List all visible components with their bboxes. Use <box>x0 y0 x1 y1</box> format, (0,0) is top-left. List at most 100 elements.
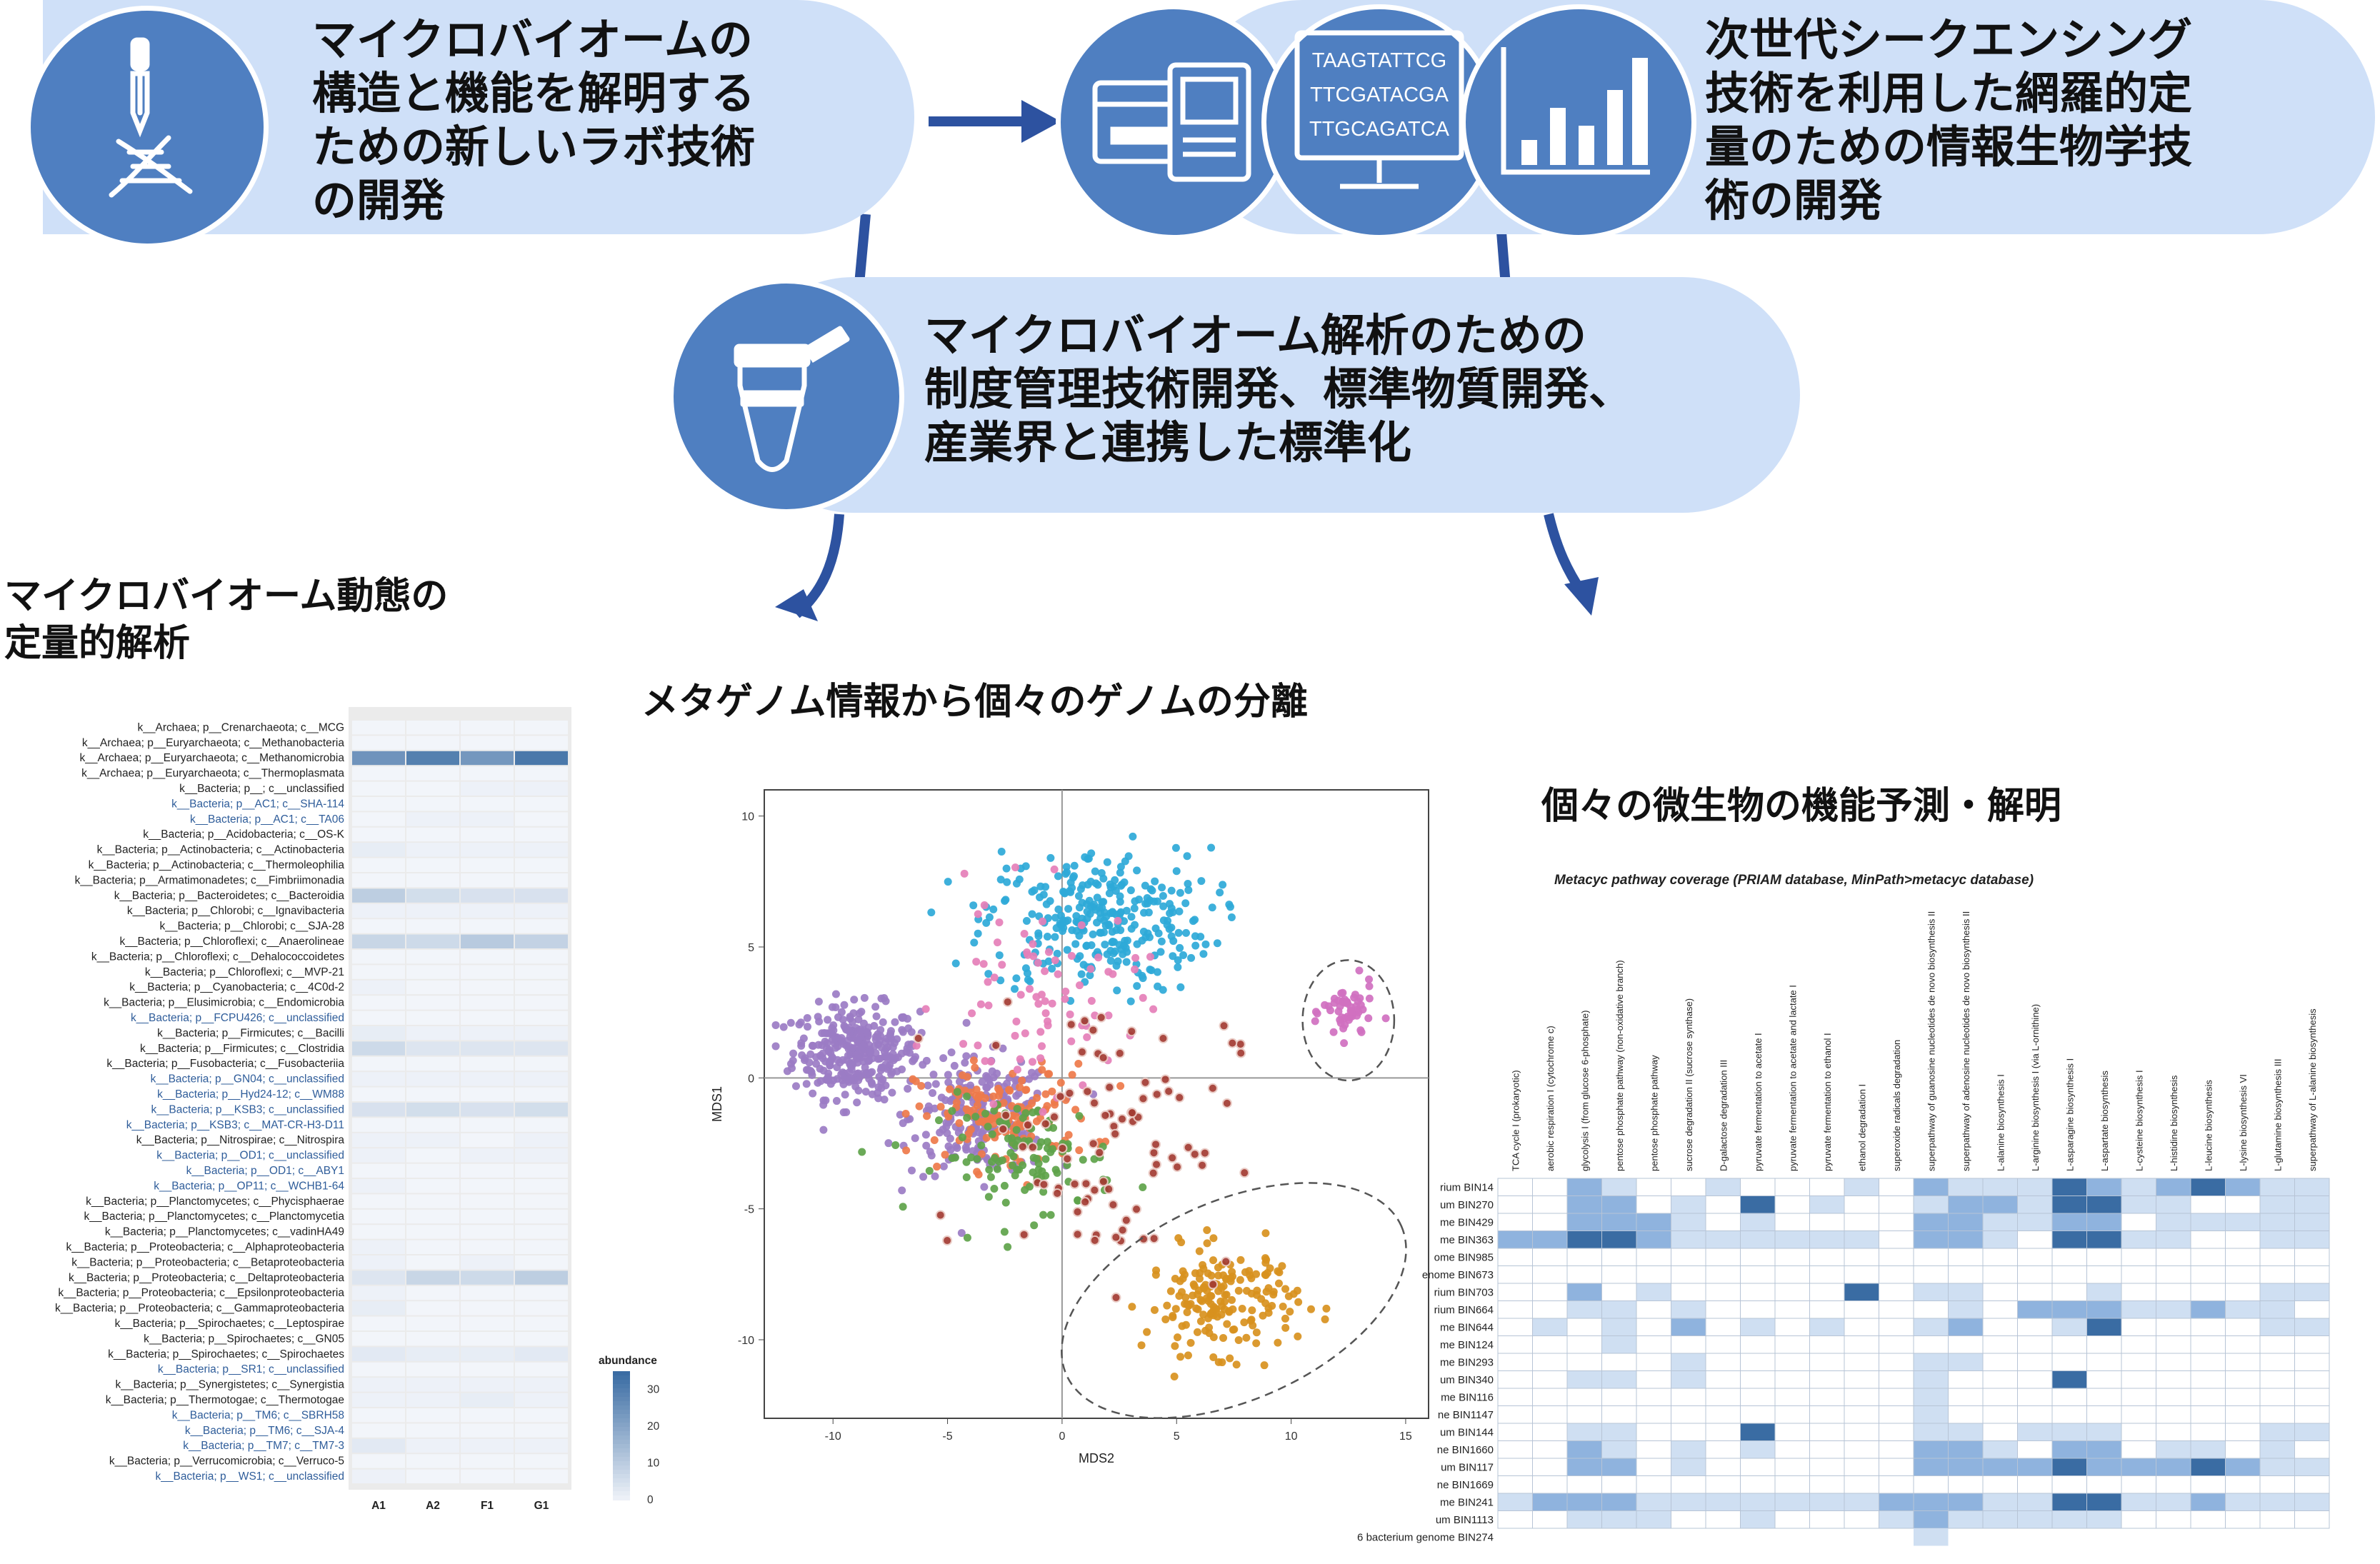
center-line-2: 制度管理技術開発、標準物質開発、 <box>924 363 1634 415</box>
scatter-point <box>963 1233 971 1242</box>
scatter-point <box>1131 953 1140 962</box>
pathway-cell <box>1914 1528 1949 1546</box>
pathway-cell <box>2086 1423 2122 1441</box>
pathway-cell <box>1671 1195 1706 1214</box>
scatter-point <box>927 908 936 917</box>
scatter-point <box>1262 1288 1271 1296</box>
pathway-cell <box>2121 1458 2156 1476</box>
pathway-cell <box>1497 1493 1533 1511</box>
taxon-label: k__Bacteria; p__Fusobacteria; c__Fusobac… <box>106 1058 344 1070</box>
legend-gradient-step <box>613 1380 630 1385</box>
pathway-cell <box>1497 1458 1533 1476</box>
scatter-point <box>1341 1021 1349 1029</box>
scatter-point <box>1094 953 1103 962</box>
taxon-label: k__Bacteria; p__Proteobacteria; c__Betap… <box>71 1256 344 1268</box>
heat-cell <box>515 1194 568 1208</box>
pathway-cell <box>2051 1195 2087 1214</box>
pathway-cell <box>2294 1370 2330 1389</box>
scatter-point <box>1261 1270 1270 1279</box>
heat-cell <box>406 1255 459 1270</box>
pathway-cell <box>2017 1178 2053 1196</box>
pathway-cell <box>1879 1265 1914 1284</box>
scatter-point <box>1135 896 1144 904</box>
heat-cell <box>461 1225 514 1239</box>
scatter-point <box>1248 1306 1256 1315</box>
scatter-point <box>1012 1126 1021 1134</box>
pathway-cell <box>1809 1510 1845 1529</box>
pathway-cell <box>2121 1213 2156 1231</box>
legend-gradient-step <box>613 1431 630 1436</box>
heat-cell <box>515 736 568 750</box>
pathway-cell <box>1913 1230 1949 1249</box>
pathway-cell <box>2051 1388 2087 1406</box>
heat-cell <box>352 1148 405 1163</box>
taxon-label: k__Bacteria; p__KSB3; c__unclassified <box>151 1103 344 1116</box>
scatter-point <box>1103 950 1111 958</box>
taxon-label: k__Bacteria; p__Bacteroidetes; c__Bacter… <box>114 890 345 902</box>
scatter-point <box>1171 1342 1179 1350</box>
heat-cell <box>406 1301 459 1315</box>
scatter-point <box>1203 1226 1211 1235</box>
scatter-point <box>961 1058 969 1067</box>
pathway-cell <box>2121 1475 2156 1494</box>
scatter-point <box>1232 1360 1241 1369</box>
pathway-cell <box>1844 1493 1879 1511</box>
pathway-cell <box>2121 1230 2156 1249</box>
pathway-cell <box>1879 1248 1914 1266</box>
scatter-point <box>1353 1011 1361 1020</box>
heat-cell <box>406 903 459 918</box>
scatter-point <box>1223 1320 1231 1328</box>
scatter-point <box>984 1001 993 1010</box>
pathway-coverage-heatmap: Metacyc pathway coverage (PRIAM database… <box>1357 873 2330 1546</box>
heat-cell <box>461 980 514 995</box>
scatter-point <box>971 1113 980 1121</box>
pathway-cell <box>1566 1353 1602 1371</box>
pathway-cell <box>1532 1353 1568 1371</box>
pathway-cell <box>1879 1405 1914 1424</box>
pathway-cell <box>1740 1510 1776 1529</box>
top-right-line-4: 術の開発 <box>1705 174 1883 226</box>
scatter-point <box>1306 1305 1315 1313</box>
heat-cell <box>406 766 459 781</box>
scatter-point <box>911 1134 919 1143</box>
heat-cell <box>461 996 514 1010</box>
heat-cell <box>515 996 568 1010</box>
scatter-point <box>1284 1292 1293 1300</box>
scatter-point <box>1170 1372 1179 1380</box>
heat-cell <box>406 1133 459 1148</box>
heat-cell <box>515 1011 568 1025</box>
heat-cell <box>352 934 405 948</box>
scatter-point <box>1184 879 1192 888</box>
pathway-cell <box>2017 1353 2053 1371</box>
scatter-point <box>876 1066 885 1074</box>
pathway-label: pentose phosphate pathway (non-oxidative… <box>1614 960 1625 1171</box>
scatter-point <box>999 1098 1008 1107</box>
pathway-cell <box>2121 1353 2156 1371</box>
scatter-point <box>1089 1235 1100 1245</box>
scatter-point <box>1146 953 1154 961</box>
pathway-cell <box>1774 1458 1810 1476</box>
scatter-point <box>868 1068 876 1076</box>
scatter-point <box>1246 1271 1254 1280</box>
scatter-point <box>995 951 1004 960</box>
pathway-cell <box>1601 1475 1637 1494</box>
pathway-title: Metacyc pathway coverage (PRIAM database… <box>1554 873 2034 888</box>
scatter-point <box>1012 1017 1021 1026</box>
pathway-cell <box>1566 1335 1602 1354</box>
scatter-point <box>1028 910 1036 918</box>
pathway-cell <box>1636 1283 1671 1301</box>
pathway-cell <box>2156 1335 2191 1354</box>
scatter-point <box>1039 1210 1048 1219</box>
scatter-point <box>1081 853 1089 861</box>
pathway-cell <box>1740 1458 1776 1476</box>
scatter-point <box>993 938 1001 947</box>
pathway-cell <box>2156 1265 2191 1284</box>
pathway-cell <box>1497 1423 1533 1441</box>
taxon-label: k__Bacteria; p__; c__unclassified <box>179 783 344 795</box>
pathway-cell <box>1532 1248 1568 1266</box>
scatter-point <box>1046 853 1055 862</box>
heat-cell <box>352 1469 405 1483</box>
scatter-point <box>1154 982 1162 991</box>
scatter-point <box>1087 997 1096 1006</box>
